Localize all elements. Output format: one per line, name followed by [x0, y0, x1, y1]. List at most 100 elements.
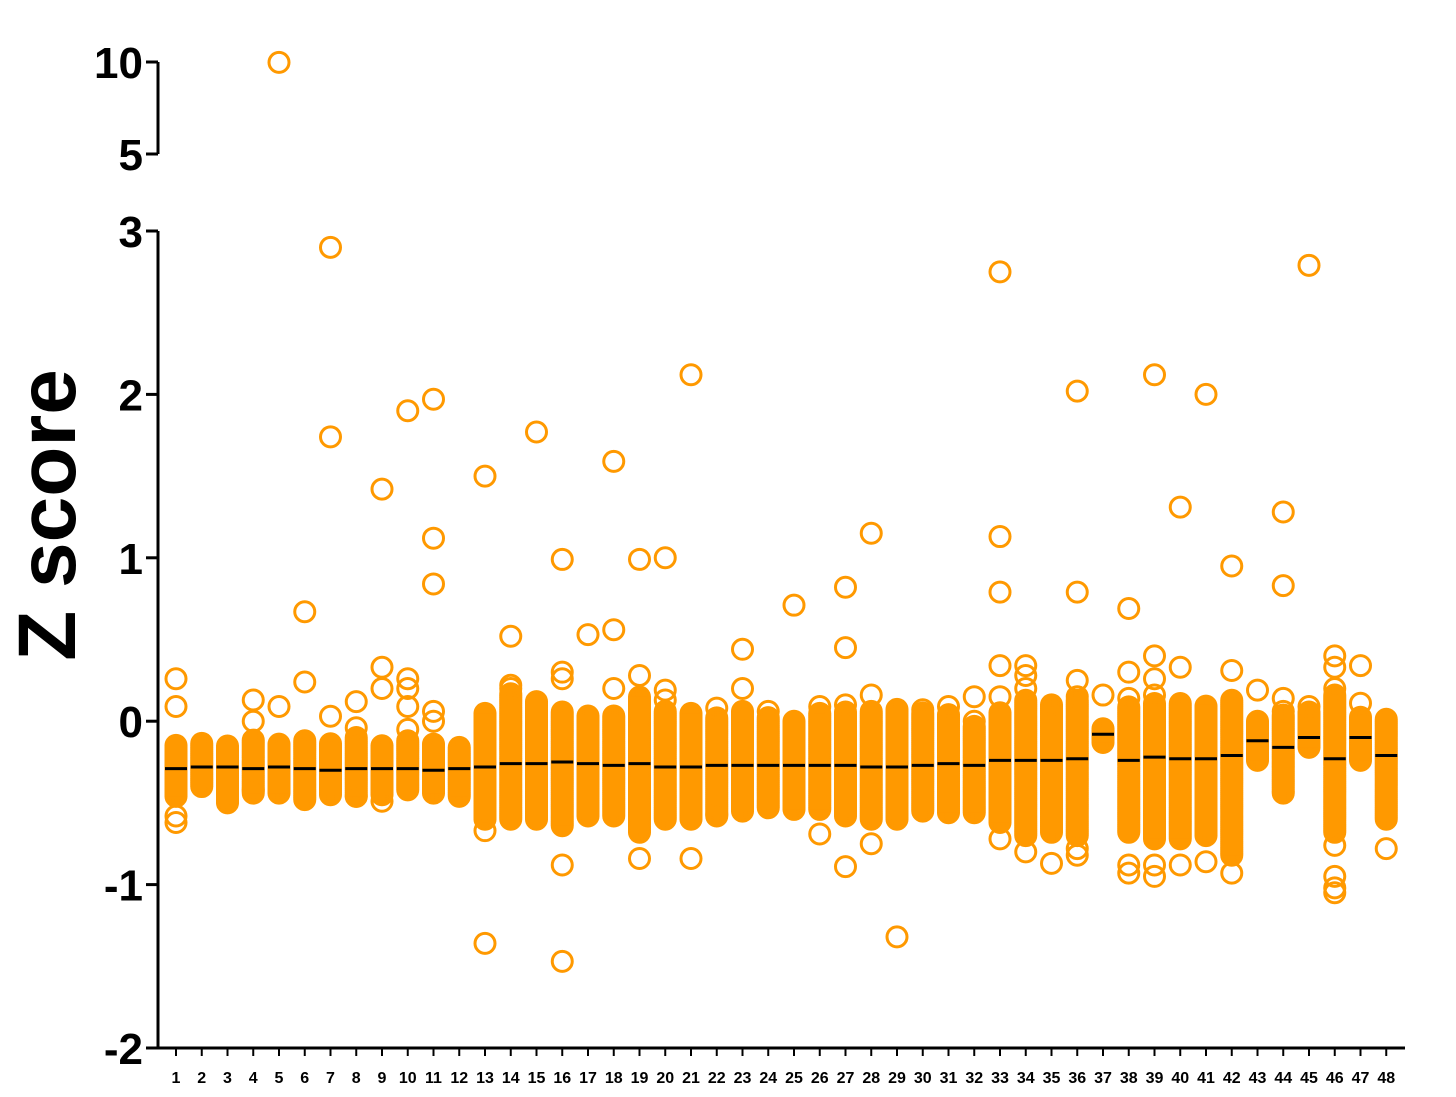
- data-point-cluster: [656, 711, 675, 820]
- data-point-outlier: [1271, 500, 1295, 524]
- data-points-layer: [164, 50, 1398, 973]
- data-point-cluster: [553, 711, 572, 826]
- data-point-outlier: [808, 694, 832, 718]
- data-point-outlier: [370, 477, 394, 501]
- data-point-cluster: [218, 745, 237, 803]
- data-point-cluster: [1171, 703, 1190, 839]
- data-point-outlier: [396, 677, 420, 701]
- data-point-outlier: [602, 618, 626, 642]
- data-point-outlier: [628, 663, 651, 687]
- data-point-outlier: [396, 667, 420, 691]
- data-point-outlier: [370, 677, 394, 701]
- data-point-outlier: [962, 709, 986, 733]
- data-point-outlier: [1040, 851, 1063, 875]
- x-tick-label: 1: [172, 1070, 181, 1087]
- data-point-outlier: [422, 387, 445, 411]
- x-tick-label: 38: [1120, 1070, 1138, 1087]
- data-point-outlier: [241, 688, 265, 712]
- x-tick-label: 6: [300, 1070, 309, 1087]
- data-point-outlier: [164, 667, 188, 691]
- data-point-outlier: [1014, 663, 1038, 687]
- data-point-outlier: [1349, 654, 1372, 678]
- data-point-outlier: [370, 655, 394, 679]
- y-tick-label: 10: [94, 39, 143, 88]
- data-point-cluster: [759, 716, 778, 808]
- data-point-outlier: [422, 572, 445, 596]
- data-point-outlier: [473, 931, 497, 955]
- data-point-cluster: [888, 708, 906, 820]
- x-tick-label: 15: [528, 1070, 546, 1087]
- data-point-cluster: [424, 744, 443, 794]
- data-point-outlier: [370, 789, 394, 813]
- data-point-outlier: [1014, 654, 1038, 678]
- x-tick-label: 25: [785, 1070, 803, 1087]
- data-point-outlier: [1323, 881, 1347, 905]
- data-point-outlier: [344, 716, 368, 740]
- x-tick-label: 40: [1171, 1070, 1189, 1087]
- data-point-outlier: [731, 637, 754, 661]
- data-point-outlier: [1065, 379, 1089, 403]
- data-point-outlier: [1117, 596, 1141, 620]
- data-point-outlier: [834, 693, 857, 717]
- data-point-outlier: [396, 717, 420, 741]
- x-tick-label: 19: [631, 1070, 649, 1087]
- y-tick-label: 0: [119, 698, 143, 747]
- data-point-outlier: [473, 464, 497, 488]
- data-point-outlier: [293, 670, 317, 694]
- data-point-outlier: [1143, 667, 1166, 691]
- data-point-outlier: [1220, 861, 1244, 885]
- data-point-outlier: [1194, 850, 1218, 874]
- data-point-outlier: [834, 636, 857, 660]
- data-point-outlier: [293, 600, 317, 624]
- data-point-outlier: [1117, 660, 1141, 684]
- data-point-outlier: [962, 685, 986, 709]
- data-point-outlier: [319, 425, 342, 449]
- data-point-outlier: [937, 694, 960, 718]
- data-point-outlier: [164, 811, 188, 835]
- x-tick-label: 23: [734, 1070, 752, 1087]
- data-point-outlier: [988, 260, 1012, 284]
- data-point-cluster: [347, 737, 366, 797]
- y-tick-label: -1: [104, 862, 143, 911]
- x-tick-label: 31: [940, 1070, 958, 1087]
- x-tick-label: 48: [1377, 1070, 1395, 1087]
- data-point-outlier: [473, 819, 497, 843]
- x-tick-label: 42: [1223, 1070, 1241, 1087]
- data-point-outlier: [1271, 699, 1295, 723]
- x-tick-label: 32: [965, 1070, 983, 1087]
- data-point-outlier: [1246, 678, 1269, 702]
- data-point-outlier: [422, 526, 445, 550]
- data-point-cluster: [167, 744, 185, 797]
- x-tick-label: 8: [352, 1070, 361, 1087]
- data-point-outlier: [241, 709, 265, 733]
- x-tick-label: 24: [759, 1070, 777, 1087]
- data-point-outlier: [1143, 853, 1166, 877]
- x-tick-label: 22: [708, 1070, 726, 1087]
- data-point-outlier: [1297, 694, 1321, 718]
- x-tick-label: 13: [476, 1070, 494, 1087]
- data-point-outlier: [653, 546, 677, 570]
- data-point-outlier: [1374, 837, 1398, 861]
- data-point-cluster: [965, 726, 984, 813]
- data-point-outlier: [705, 802, 729, 826]
- data-point-cluster: [1119, 706, 1138, 833]
- y-tick-label: 1: [119, 535, 143, 584]
- data-point-outlier: [1065, 843, 1089, 867]
- data-point-cluster: [579, 714, 597, 816]
- data-point-outlier: [1323, 644, 1347, 668]
- data-point-cluster: [1016, 699, 1035, 836]
- data-point-outlier: [1271, 686, 1295, 710]
- data-point-outlier: [1065, 685, 1089, 709]
- data-point-outlier: [1143, 683, 1166, 707]
- data-point-outlier: [859, 832, 883, 856]
- data-point-cluster: [398, 740, 417, 790]
- data-point-outlier: [1349, 691, 1372, 715]
- data-point-outlier: [911, 698, 935, 722]
- data-point-outlier: [679, 363, 703, 387]
- data-point-cluster: [295, 740, 314, 800]
- data-point-outlier: [550, 660, 574, 684]
- x-tick-label: 47: [1352, 1070, 1370, 1087]
- x-tick-label: 29: [888, 1070, 906, 1087]
- data-point-outlier: [550, 853, 574, 877]
